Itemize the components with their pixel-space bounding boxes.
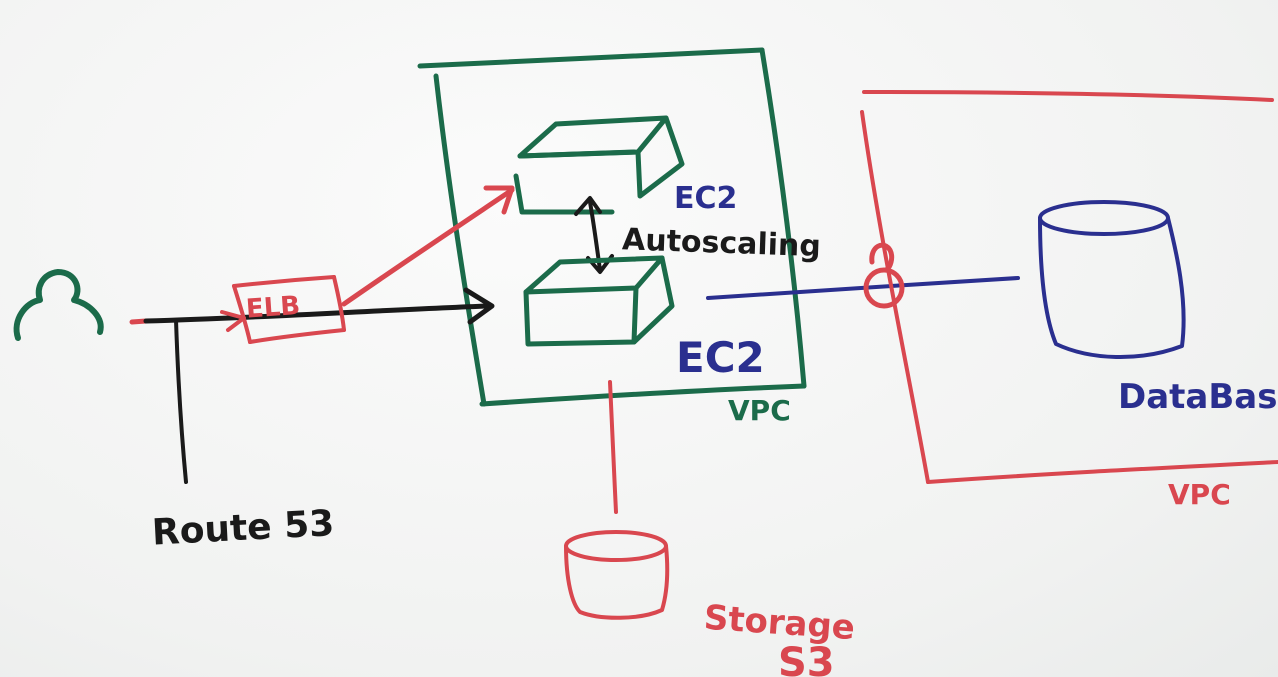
database-cylinder-icon [1038, 200, 1186, 359]
db-vpc-label: VPC [1168, 478, 1231, 511]
ec2-bottom-server-box-icon [523, 255, 675, 347]
ec2-top-label: EC2 [674, 181, 737, 216]
request-flow-line [129, 287, 495, 325]
app-vpc-label: VPC [728, 394, 791, 427]
ec2-to-database-connector [706, 276, 1020, 300]
s3-label: S3 [778, 640, 835, 677]
lock-icon [863, 242, 905, 309]
db-vpc-boundary [860, 90, 1278, 484]
elb-to-ec2-arrow [341, 185, 515, 307]
database-label: DataBase [1118, 377, 1278, 417]
elb-label: ELB [245, 291, 301, 325]
elb-box [220, 275, 346, 344]
ec2-bottom-label: EC2 [676, 333, 765, 382]
route53-label: Route 53 [151, 503, 335, 553]
storage-cylinder-icon [564, 530, 670, 620]
route53-connector [174, 318, 188, 484]
app-vpc-boundary [417, 47, 807, 407]
ec2-top-server-box-icon [513, 115, 685, 215]
ec2-to-s3-connector [608, 380, 618, 514]
user-icon [13, 269, 104, 341]
